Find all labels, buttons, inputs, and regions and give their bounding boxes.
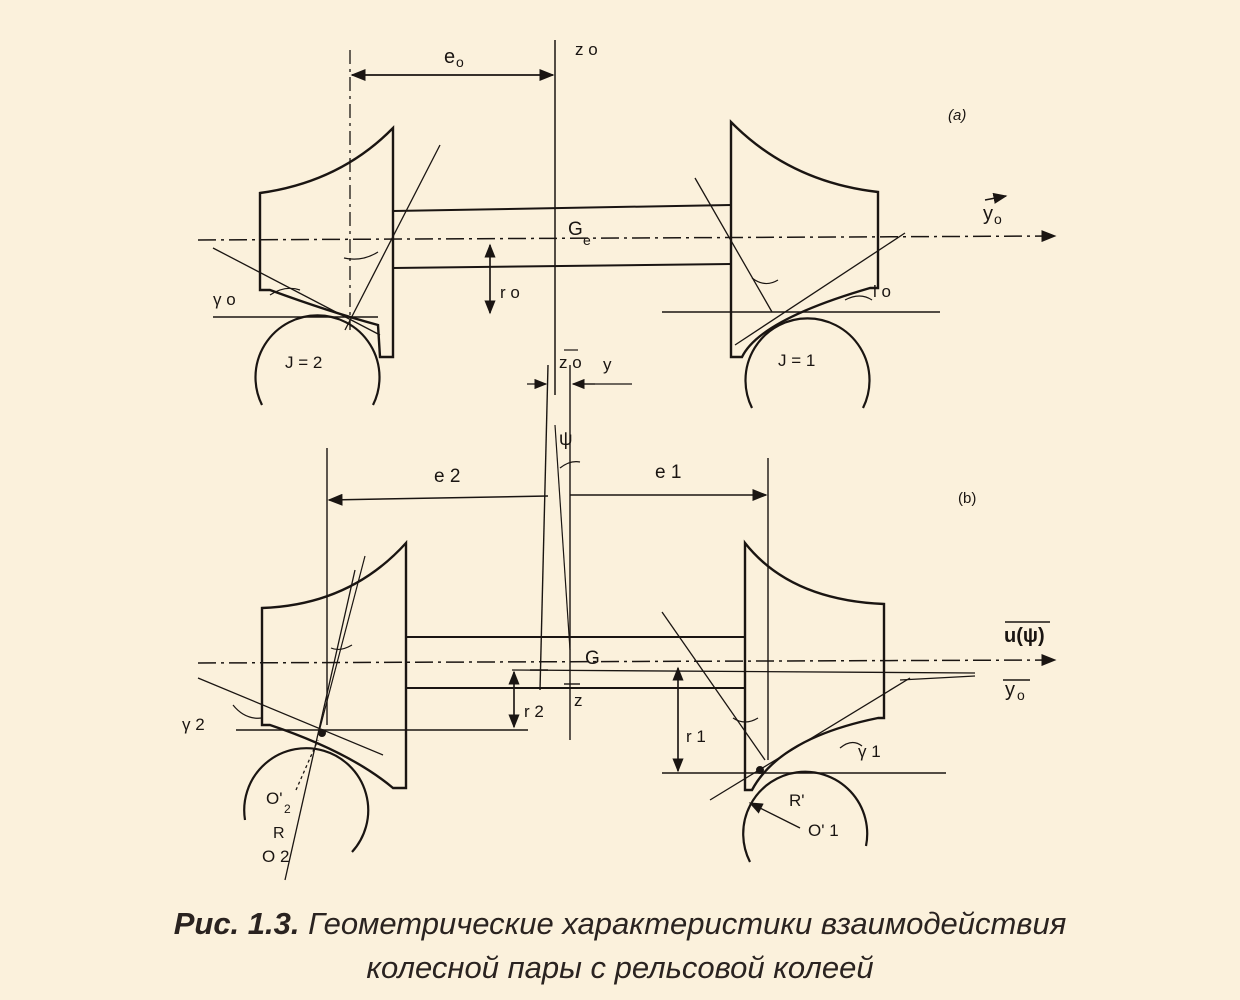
right-wheel-b	[743, 539, 886, 792]
caption-label: Рис. 1.3.	[173, 906, 300, 941]
label-r-prime: R'	[789, 791, 805, 810]
panel-b-labels: (b) z o y ψ e 2 e 1 u(ψ) y o G z r 2 r 1…	[182, 353, 1045, 866]
left-wheel-a	[258, 125, 395, 359]
label-psi: ψ	[559, 429, 573, 450]
right-wheel-a	[729, 119, 880, 359]
label-gamma1: γ 1	[858, 742, 881, 761]
label-z0-b: z o	[559, 353, 582, 372]
rail-head-right-a	[744, 317, 871, 409]
left-wheel-b	[260, 539, 408, 790]
axle-bottom-a	[392, 263, 732, 269]
label-o1-prime: O' 1	[808, 821, 839, 840]
label-gamma2: γ 2	[182, 715, 205, 734]
label-e0: e	[444, 46, 455, 68]
axis-y0-b	[197, 654, 1057, 667]
caption-line-1: Рис. 1.3. Геометрические характеристики …	[173, 906, 1067, 941]
panel-b	[197, 349, 1057, 881]
label-r2: r 2	[524, 702, 544, 721]
label-j2: J = 2	[285, 353, 322, 372]
label-y0-a: y	[983, 203, 993, 225]
label-z0-a: z o	[575, 40, 598, 59]
rail-head-right-b	[742, 770, 869, 863]
label-r1: r 1	[686, 727, 706, 746]
e2-dimension	[327, 493, 549, 506]
panel-a	[197, 40, 1057, 409]
wheelset-geometry-diagram: (a) e o z o y o G e r o γ o l o J = 2 J …	[182, 40, 1057, 881]
svg-text:e: e	[583, 232, 591, 248]
svg-text:o: o	[994, 211, 1002, 227]
panel-a-labels: (a) e o z o y o G e r o γ o l o J = 2 J …	[213, 40, 1002, 372]
label-j1: J = 1	[778, 351, 815, 370]
label-y0-b: y	[1005, 679, 1015, 701]
axis-u-psi	[511, 669, 976, 674]
axis-y0-a	[197, 230, 1057, 243]
label-o2-prime: O'	[266, 789, 282, 808]
svg-text:2: 2	[284, 802, 291, 816]
label-g-b: G	[585, 648, 600, 669]
label-r0: r o	[500, 283, 520, 302]
label-gamma0: γ o	[213, 290, 236, 309]
label-z-b: z	[574, 691, 583, 710]
svg-text:o: o	[1017, 687, 1025, 703]
tag-b: (b)	[958, 490, 976, 507]
tag-a: (a)	[948, 107, 966, 124]
label-l0: l o	[873, 282, 891, 301]
axle-top-a	[392, 204, 732, 212]
label-r-big: R	[273, 825, 285, 842]
svg-text:o: o	[456, 54, 464, 70]
label-e2: e 2	[434, 466, 460, 487]
label-g-a: G	[568, 219, 583, 240]
label-o2: O 2	[262, 847, 289, 866]
rail-head-left-a	[254, 314, 381, 406]
axis-z0-b	[539, 364, 549, 691]
figure-caption: Рис. 1.3. Геометрические характеристики …	[0, 902, 1240, 990]
label-e1: e 1	[655, 462, 681, 483]
label-u-psi: u(ψ)	[1004, 625, 1045, 647]
label-y-b: y	[603, 355, 612, 374]
rail-head-left-b	[243, 747, 370, 853]
caption-line-2: колесной пары с рельсовой колеей	[366, 950, 874, 985]
